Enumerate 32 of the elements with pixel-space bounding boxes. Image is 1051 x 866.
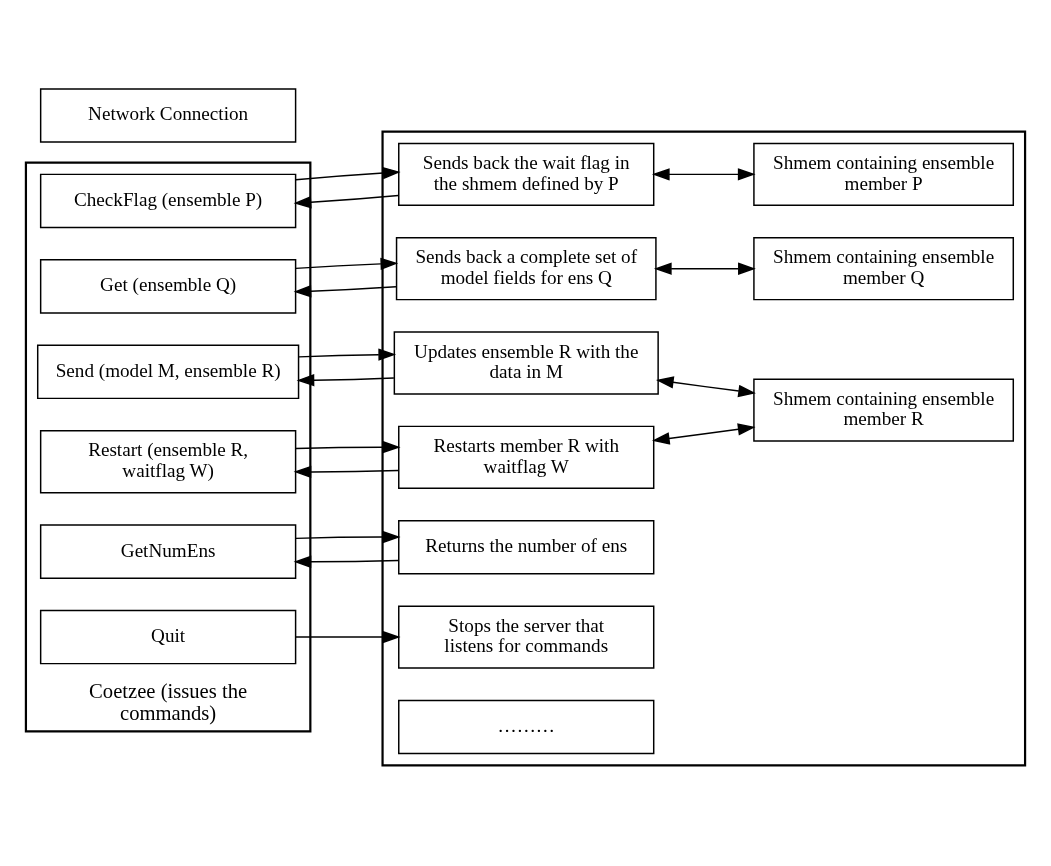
node-box: Shmem containing ensemble member R [753, 378, 1015, 442]
arrow [295, 257, 399, 271]
node-box: Send (model M, ensemble R) [36, 344, 300, 400]
arrow [651, 423, 756, 445]
arrow [295, 530, 401, 544]
arrow [293, 465, 400, 479]
arrow [293, 194, 400, 209]
arrow [655, 376, 756, 398]
node-box: ……… [398, 699, 655, 755]
arrow [653, 262, 756, 275]
arrow [295, 440, 401, 454]
arrow [296, 374, 395, 387]
node-box: Get (ensemble Q) [39, 259, 297, 314]
node-box: Stops the server that listens for commands [398, 605, 655, 669]
arrow [293, 555, 400, 568]
node-box: Sends back a complete set of model fields for ens Q [395, 237, 657, 301]
node-box: Sends back the wait flag in the shmem defined by P [398, 142, 655, 207]
arrow [295, 166, 401, 181]
node-box: Restart (ensemble R, waitflag W) [39, 430, 297, 494]
node-box: CheckFlag (ensemble P) [39, 173, 297, 229]
node-box: Network Connection [39, 88, 297, 143]
node-box: Updates ensemble R with the data in M [393, 331, 659, 395]
node-box: Restarts member R with waitflag W [398, 425, 655, 489]
node-box: GetNumEns [39, 524, 297, 579]
node-box: Quit [39, 609, 297, 665]
node-box: Shmem containing ensemble member P [753, 142, 1015, 207]
node-box: Returns the number of ens [398, 519, 655, 575]
arrow [293, 285, 397, 298]
arrow [298, 348, 397, 361]
node-box: Shmem containing ensemble member Q [753, 237, 1015, 301]
arrow [295, 630, 401, 644]
arrow [651, 168, 756, 181]
